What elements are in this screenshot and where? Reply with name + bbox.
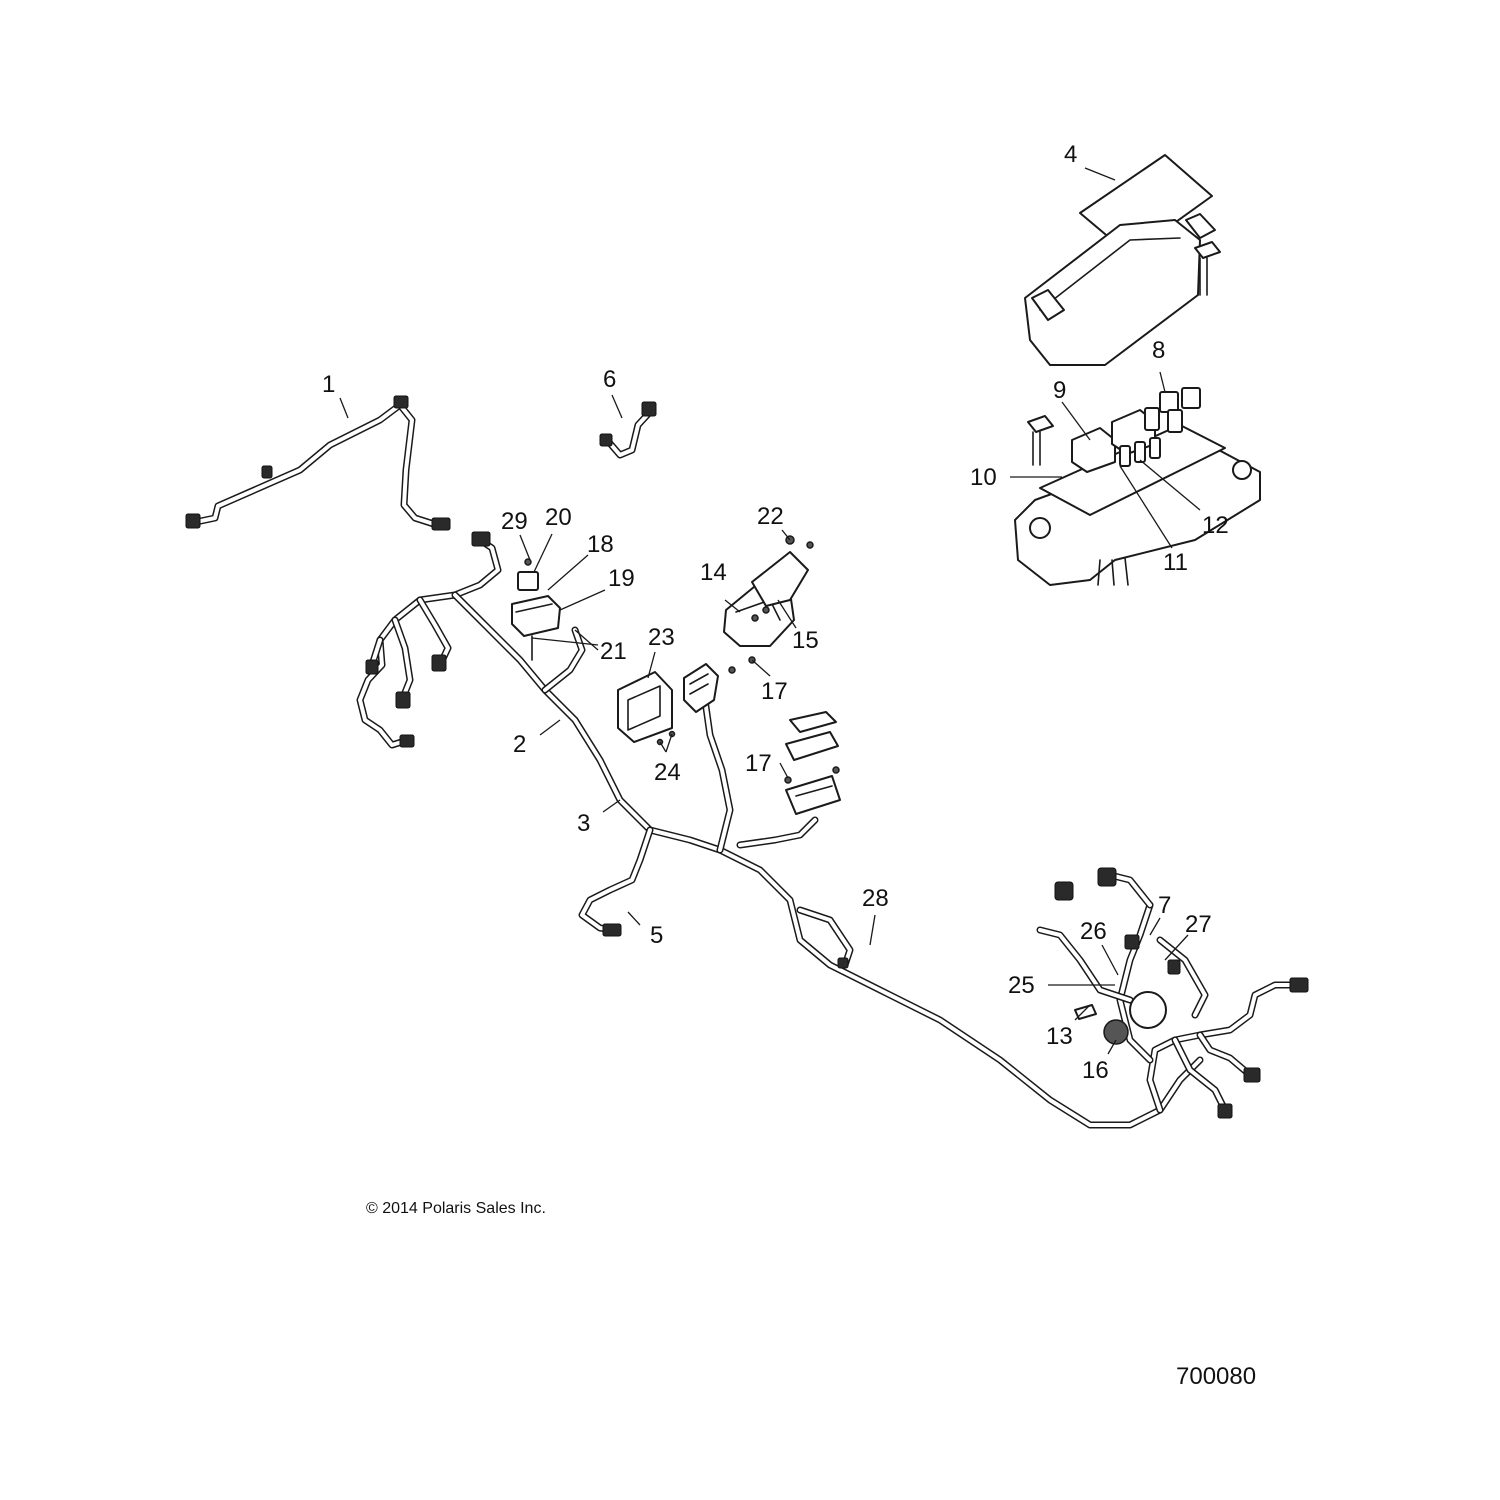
harness-part-2: [356, 531, 1309, 1129]
callout-13: 13: [1046, 1023, 1073, 1050]
callout-17b: 17: [745, 750, 772, 777]
callout-21: 21: [600, 638, 627, 665]
callout-8: 8: [1152, 337, 1165, 364]
callout-9: 9: [1053, 377, 1066, 404]
diagram-code: 700080: [1176, 1363, 1256, 1390]
callout-10: 10: [970, 464, 997, 491]
callout-19: 19: [608, 565, 635, 592]
callout-29: 29: [501, 508, 528, 535]
callout-15: 15: [792, 627, 819, 654]
callout-2: 2: [513, 731, 526, 758]
relay-part-18: [511, 571, 561, 661]
callout-17a: 17: [761, 678, 788, 705]
callout-1: 1: [322, 371, 335, 398]
callout-5: 5: [650, 922, 663, 949]
callout-11: 11: [1163, 549, 1188, 576]
fuse-box-cover: [1024, 154, 1221, 466]
callout-28: 28: [862, 885, 889, 912]
callout-7: 7: [1158, 892, 1171, 919]
callout-24: 24: [654, 759, 681, 786]
copyright-notice: © 2014 Polaris Sales Inc.: [366, 1200, 546, 1217]
fuse-holder-part-17: [785, 711, 841, 815]
callout-numbers: 1 2 3 4 5 6 7 8 9 10 11 12 13 14 15 16 1…: [322, 141, 1229, 1084]
cover-part-15: [751, 551, 809, 607]
callout-3: 3: [577, 810, 590, 837]
callout-25: 25: [1008, 972, 1035, 999]
callout-22: 22: [757, 503, 784, 530]
pigtail-part-6: [599, 401, 657, 459]
fuse-box-base: [1014, 387, 1261, 586]
callout-12: 12: [1202, 512, 1229, 539]
connector-body: [683, 663, 719, 713]
callout-14: 14: [700, 559, 727, 586]
callout-4: 4: [1064, 141, 1077, 168]
harness-part-1: [185, 395, 451, 531]
leader-lines: [339, 167, 1201, 1055]
callout-16: 16: [1082, 1057, 1109, 1084]
callout-23: 23: [648, 624, 675, 651]
callout-27: 27: [1185, 911, 1212, 938]
ecu-part-23: [617, 671, 673, 743]
callout-26: 26: [1080, 918, 1107, 945]
callout-18: 18: [587, 531, 614, 558]
callout-20: 20: [545, 504, 572, 531]
callout-6: 6: [603, 366, 616, 393]
